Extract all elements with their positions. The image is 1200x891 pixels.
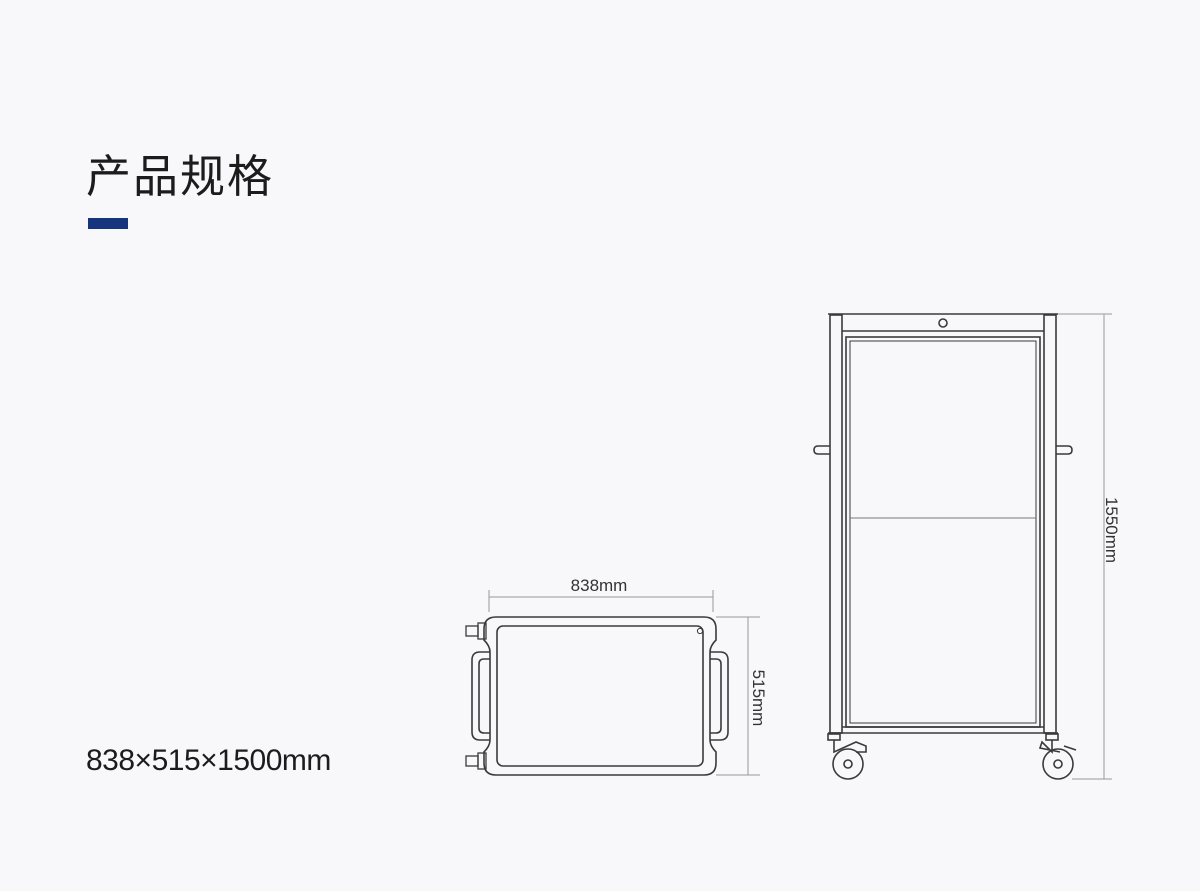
- height-dimension-label: 1550mm: [1102, 497, 1121, 563]
- front-view-drawing: [813, 313, 1112, 780]
- page-title: 产品规格: [86, 150, 275, 203]
- title-underline: [88, 218, 128, 229]
- overall-dimensions: 838×515×1500mm: [86, 744, 331, 777]
- top-view-drawing: [465, 590, 760, 776]
- width-dimension-label: 838mm: [571, 576, 628, 595]
- depth-dimension-label: 515mm: [749, 670, 768, 727]
